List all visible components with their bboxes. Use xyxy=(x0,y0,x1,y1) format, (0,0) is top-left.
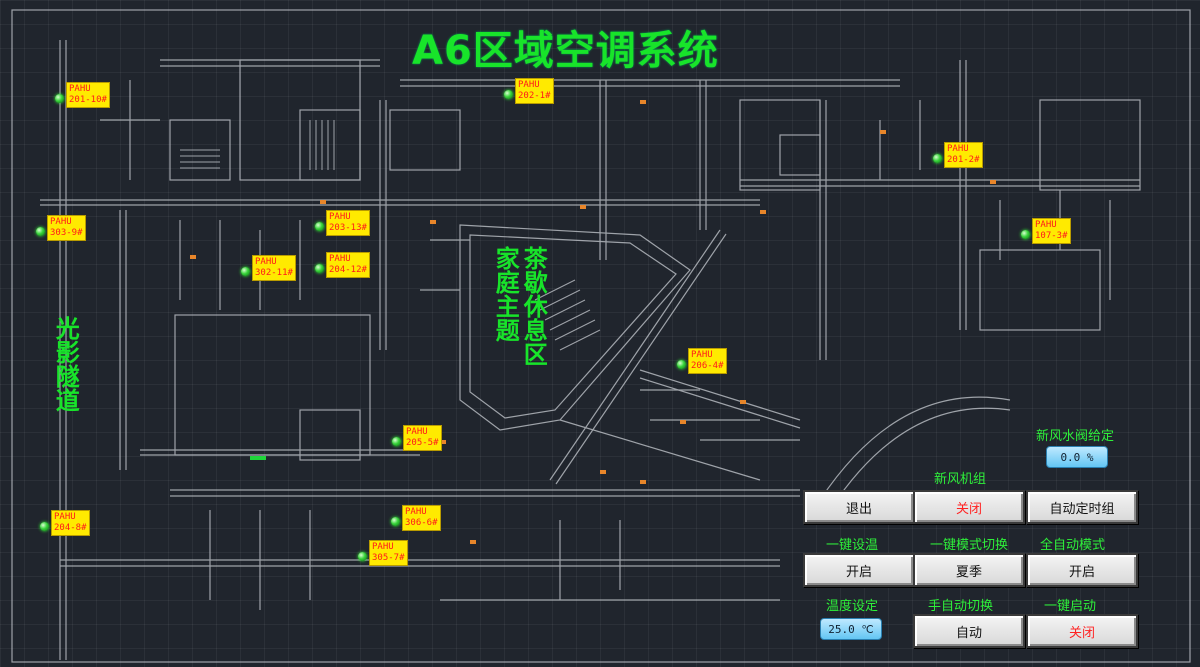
auto-timer-group-button[interactable]: 自动定时组 xyxy=(1026,490,1138,524)
status-indicator-icon xyxy=(315,222,324,231)
fresh-unit-label: 新风机组 xyxy=(934,472,987,487)
page-title: A6区域空调系统 xyxy=(412,28,719,74)
fresh-valve-value[interactable]: 0.0 % xyxy=(1046,446,1108,468)
one-key-temp-button[interactable]: 开启 xyxy=(803,553,915,587)
status-indicator-icon xyxy=(504,90,513,99)
status-indicator-icon xyxy=(677,360,686,369)
fresh-valve-label: 新风水阀给定 xyxy=(1036,429,1115,444)
manual-auto-label: 手自动切换 xyxy=(928,599,994,614)
mode-switch-button[interactable]: 夏季 xyxy=(913,553,1025,587)
status-indicator-icon xyxy=(36,227,45,236)
zone-label-light-tunnel: 光影隧道 xyxy=(51,316,80,412)
status-indicator-icon xyxy=(241,267,250,276)
zone-label-family-theme: 家庭主题 xyxy=(491,246,520,342)
status-indicator-icon xyxy=(315,264,324,273)
status-indicator-icon xyxy=(1021,230,1030,239)
full-auto-button[interactable]: 开启 xyxy=(1026,553,1138,587)
mode-switch-label: 一键模式切换 xyxy=(930,538,1009,553)
status-indicator-icon xyxy=(55,94,64,103)
temp-set-label: 温度设定 xyxy=(826,599,879,614)
status-indicator-icon xyxy=(933,154,942,163)
one-key-start-label: 一键启动 xyxy=(1044,599,1097,614)
status-indicator-icon xyxy=(40,522,49,531)
status-indicator-icon xyxy=(358,552,367,561)
zone-label-tea-break: 茶歇休息区 xyxy=(519,246,548,366)
exit-button[interactable]: 退出 xyxy=(803,490,915,524)
temp-set-value[interactable]: 25.0 ℃ xyxy=(820,618,882,640)
manual-auto-button[interactable]: 自动 xyxy=(913,614,1025,648)
fresh-unit-toggle-button[interactable]: 关闭 xyxy=(913,490,1025,524)
full-auto-label: 全自动模式 xyxy=(1040,538,1106,553)
status-indicator-icon xyxy=(391,517,400,526)
status-indicator-icon xyxy=(392,437,401,446)
one-key-start-button[interactable]: 关闭 xyxy=(1026,614,1138,648)
one-key-temp-label: 一键设温 xyxy=(826,538,879,553)
